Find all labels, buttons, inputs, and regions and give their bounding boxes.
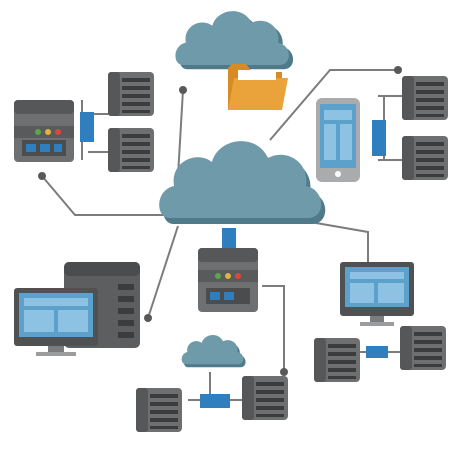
left-server-icon: [14, 100, 74, 162]
right-server-stack-a-icon: [402, 76, 448, 120]
right-bottom-switch: [366, 346, 388, 358]
right-switch: [372, 120, 386, 156]
desktop-monitor-left-icon: [14, 288, 98, 356]
cloud-link: [222, 228, 236, 248]
left-server-stack-b-icon: [108, 128, 154, 172]
right-bottom-stack-b-icon: [400, 326, 446, 370]
folder-icon: [228, 64, 288, 110]
bottom-stack-a-icon: [136, 388, 182, 432]
right-server-stack-b-icon: [402, 136, 448, 180]
right-bottom-stack-a-icon: [314, 338, 360, 382]
left-switch: [80, 112, 94, 142]
bottom-stack-b-icon: [242, 376, 288, 420]
small-cloud-icon: [181, 334, 246, 368]
desktop-monitor-right-icon: [340, 262, 414, 326]
central-cloud-icon: [159, 141, 326, 224]
left-server-stack-a-icon: [108, 72, 154, 116]
top-cloud-icon: [175, 11, 294, 70]
bottom-switch: [200, 394, 230, 408]
center-server-icon: [198, 248, 258, 312]
tablet-icon: [316, 98, 360, 182]
